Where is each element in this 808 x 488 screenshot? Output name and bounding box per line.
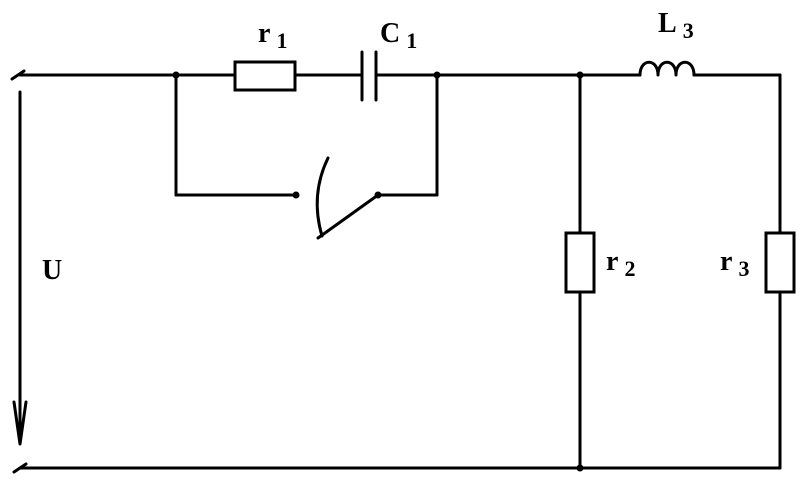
- resistor-r3: [764, 231, 796, 294]
- voltage-arrow: [12, 90, 28, 446]
- junction-dot: [433, 71, 441, 79]
- terminal-top-left: [10, 69, 26, 81]
- resistor-r1: [233, 60, 297, 92]
- junction-dot: [172, 71, 180, 79]
- capacitor-c1: [360, 50, 378, 102]
- inductor-l3: [638, 60, 696, 77]
- junctions: [172, 71, 584, 472]
- switch-branch-wire: [174, 73, 439, 197]
- terminal-bottom-left: [12, 462, 28, 474]
- label-u: U: [42, 255, 62, 286]
- junction-dot: [576, 71, 584, 79]
- switch: [292, 156, 382, 240]
- resistor-r2: [564, 231, 596, 294]
- junction-dot: [576, 464, 584, 472]
